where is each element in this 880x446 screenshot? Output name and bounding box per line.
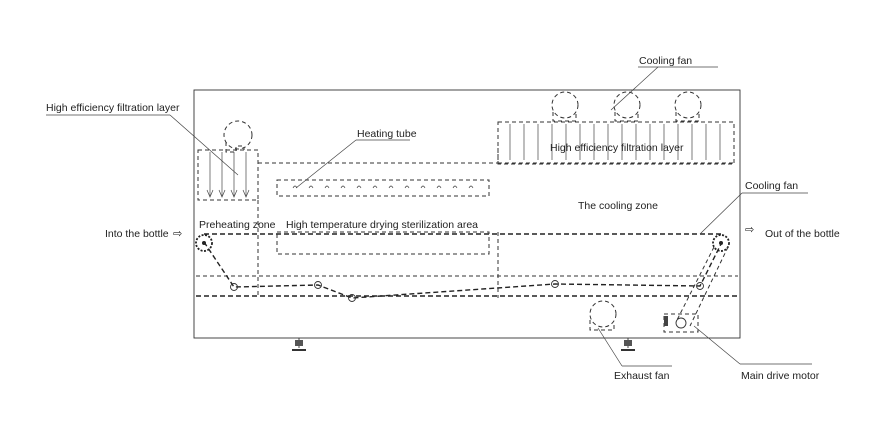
- cooling-filter-box: [497, 121, 735, 165]
- heating-tube-coils: [292, 185, 474, 189]
- out-arrow-icon: ⇨: [745, 223, 754, 236]
- heating-tube-label: Heating tube: [357, 128, 417, 140]
- preheat-filter-arrows: [206, 152, 250, 198]
- cooling-filter-arrows: [509, 124, 721, 160]
- left-foot-icon: [292, 338, 306, 351]
- main-drive-motor-icon: [663, 313, 699, 333]
- cooling-fan-right-label: Cooling fan: [745, 180, 798, 192]
- sterilization-box: [276, 231, 490, 255]
- cabinet-outline: [193, 89, 741, 339]
- preheating-zone-label: Preheating zone: [199, 219, 276, 231]
- heating-section-top: [258, 148, 499, 164]
- return-rollers: [230, 280, 704, 302]
- cooling-fan-2-icon: [613, 91, 641, 122]
- cooling-fan-3-icon: [674, 91, 702, 122]
- filtration-left-label: High efficiency filtration layer: [46, 102, 180, 114]
- heating-tube-box: [276, 179, 490, 197]
- filtration-right-label: High efficiency filtration layer: [550, 142, 684, 154]
- out-bottle-label: Out of the bottle: [765, 228, 840, 240]
- preheat-fan-icon: [223, 120, 253, 153]
- main-drive-motor-label: Main drive motor: [741, 370, 820, 382]
- leader-lines: [46, 66, 812, 367]
- into-arrow-icon: ⇨: [173, 227, 182, 240]
- exhaust-fan-icon: [589, 300, 617, 331]
- into-bottle-label: Into the bottle: [105, 228, 169, 240]
- right-foot-icon: [621, 338, 635, 351]
- cooling-fan-1-icon: [551, 91, 579, 122]
- cooling-fan-top-label: Cooling fan: [639, 55, 692, 67]
- preheat-filter-box: [197, 149, 259, 201]
- left-sprocket-icon: [195, 234, 213, 252]
- right-sprocket-icon: [712, 234, 730, 252]
- return-chain: [203, 241, 723, 299]
- exhaust-fan-label: Exhaust fan: [614, 370, 670, 382]
- sterilization-area-label: High temperature drying sterilization ar…: [286, 219, 478, 231]
- cooling-zone-label: The cooling zone: [578, 200, 658, 212]
